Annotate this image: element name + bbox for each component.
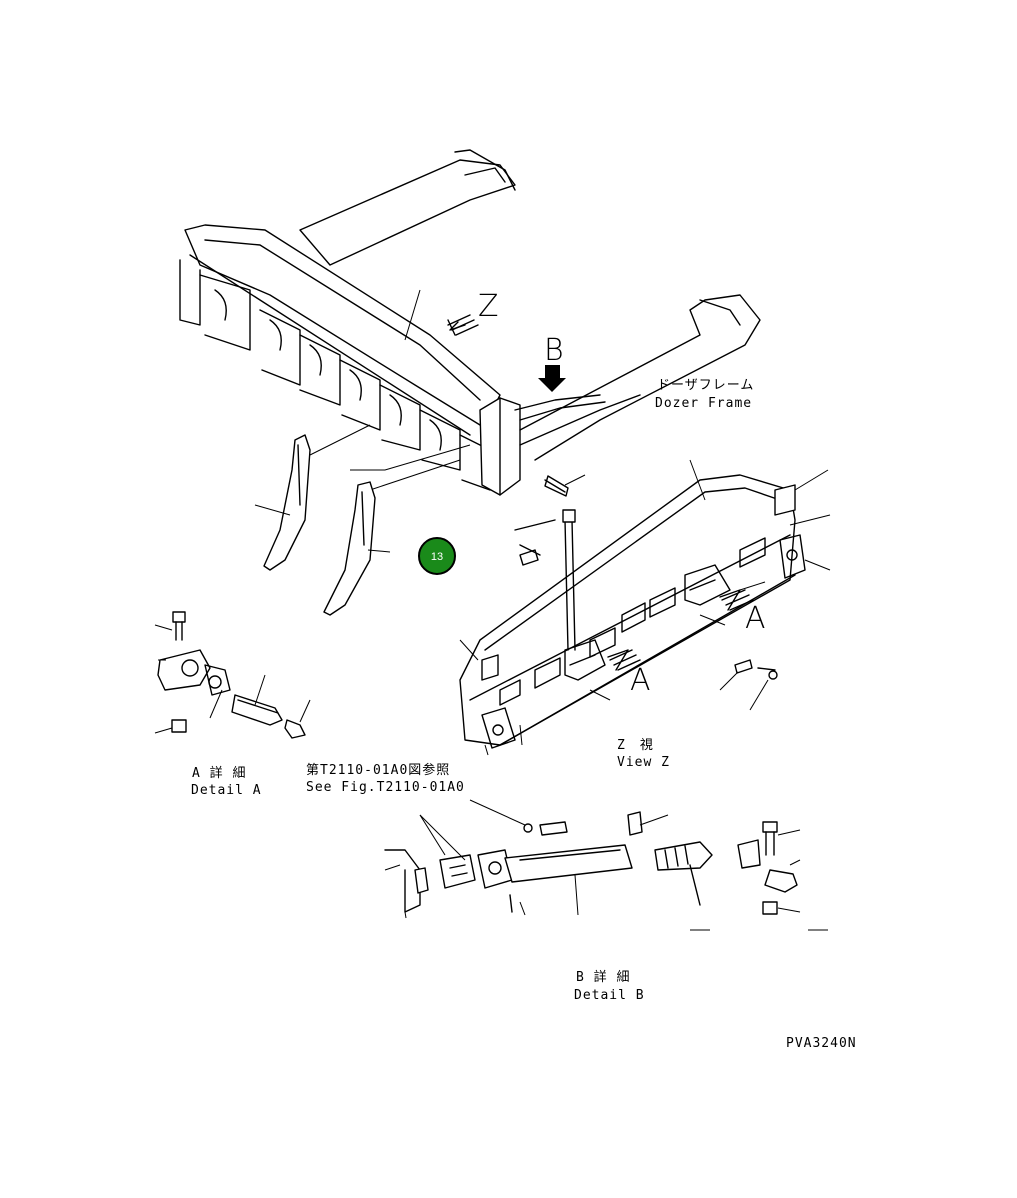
detail-a-label-en: Detail A: [191, 783, 262, 798]
detail-a-parts: [154, 611, 311, 739]
dozer-frame-label-jp: ドーザフレーム: [657, 378, 754, 393]
dozer-frame-label-en: Dozer Frame: [655, 396, 752, 411]
callout-marker-number: 13: [431, 551, 443, 563]
view-arrow-a-1: [719, 589, 754, 611]
callout-marker-13[interactable]: 13: [418, 537, 456, 575]
ripper-shanks: [254, 434, 391, 616]
detail-a-label-jp: A 詳 細: [192, 765, 246, 781]
see-fig-label-jp: 第T2110-01A0図参照: [306, 762, 450, 778]
drawing-code: PVA3240N: [786, 1036, 857, 1051]
view-z-beam: [459, 459, 831, 756]
view-letter-a-2: A: [630, 663, 651, 698]
detail-b-label-jp: B 詳 細: [576, 969, 630, 985]
see-fig-label-en: See Fig.T2110-01A0: [306, 780, 465, 795]
view-arrow-a-2: [607, 649, 641, 671]
view-letter-z: Z: [478, 289, 499, 324]
detail-b-label-en: Detail B: [574, 988, 645, 1003]
view-arrow-z: [447, 314, 479, 336]
view-z-label-en: View Z: [617, 755, 670, 770]
view-z-label-jp: Z 視: [617, 738, 654, 753]
view-letter-b: B: [544, 333, 564, 368]
view-arrow-b: [538, 365, 566, 392]
ripper-beam-assembly: [179, 149, 761, 497]
detail-b-parts: [384, 799, 828, 931]
view-letter-a-1: A: [745, 601, 766, 636]
